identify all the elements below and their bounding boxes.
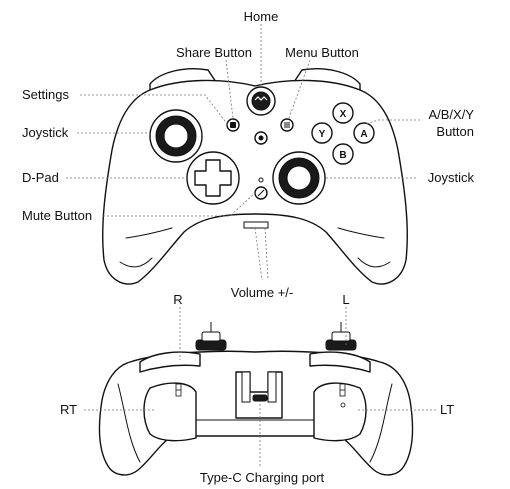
label-mute-button: Mute Button bbox=[22, 208, 92, 223]
controller-top-view bbox=[98, 322, 414, 476]
top-view-r-bumper bbox=[139, 351, 201, 373]
label-joystick-right: Joystick bbox=[428, 170, 475, 185]
d-pad bbox=[186, 151, 240, 205]
front-leader-lines bbox=[66, 24, 420, 281]
top-view-right-switch bbox=[339, 383, 346, 408]
volume-rocker bbox=[243, 221, 269, 229]
top-view-right-stick bbox=[195, 322, 227, 351]
label-home: Home bbox=[244, 9, 279, 24]
controller-front-view: X Y A B bbox=[102, 68, 408, 285]
label-volume: Volume +/- bbox=[231, 285, 294, 300]
label-joystick-left: Joystick bbox=[22, 125, 69, 140]
settings-button bbox=[254, 131, 268, 145]
b-button: B bbox=[332, 143, 354, 165]
label-settings: Settings bbox=[22, 87, 69, 102]
label-d-pad: D-Pad bbox=[22, 170, 59, 185]
y-button: Y bbox=[311, 122, 333, 144]
a-button: A bbox=[353, 122, 375, 144]
x-button: X bbox=[332, 102, 354, 124]
b-button-label: B bbox=[339, 150, 346, 161]
label-l: L bbox=[342, 292, 349, 307]
right-joystick bbox=[272, 151, 326, 205]
label-abxy-line2: Button bbox=[436, 124, 474, 139]
label-rt: RT bbox=[60, 402, 77, 417]
mute-button bbox=[254, 186, 268, 200]
label-abxy-line1: A/B/X/Y bbox=[428, 107, 474, 122]
menu-button bbox=[280, 118, 294, 132]
label-menu-button: Menu Button bbox=[285, 45, 359, 60]
label-type-c: Type-C Charging port bbox=[200, 470, 325, 485]
top-view-left-switch bbox=[175, 383, 182, 397]
share-button bbox=[226, 118, 240, 132]
right-grip-bottom-contour bbox=[357, 257, 391, 268]
left-grip-bottom-contour bbox=[119, 257, 153, 268]
top-view-rt-trigger bbox=[143, 382, 197, 442]
top-view-left-stick bbox=[325, 322, 357, 351]
top-view-left-contour bbox=[117, 383, 141, 463]
top-view-l-bumper bbox=[309, 351, 371, 373]
a-button-label: A bbox=[360, 129, 367, 140]
right-grip-contour bbox=[337, 227, 385, 239]
mute-led bbox=[258, 177, 264, 183]
left-grip-contour bbox=[125, 227, 173, 239]
label-lt: LT bbox=[440, 402, 454, 417]
home-button bbox=[246, 86, 276, 116]
label-share-button: Share Button bbox=[176, 45, 252, 60]
x-button-label: X bbox=[340, 109, 347, 120]
top-view-lt-trigger bbox=[313, 382, 367, 442]
y-button-label: Y bbox=[319, 129, 326, 140]
label-r: R bbox=[173, 292, 182, 307]
type-c-port-housing bbox=[235, 371, 283, 419]
left-joystick bbox=[149, 109, 203, 163]
top-leader-lines bbox=[84, 307, 436, 466]
top-view-right-contour bbox=[369, 383, 393, 463]
